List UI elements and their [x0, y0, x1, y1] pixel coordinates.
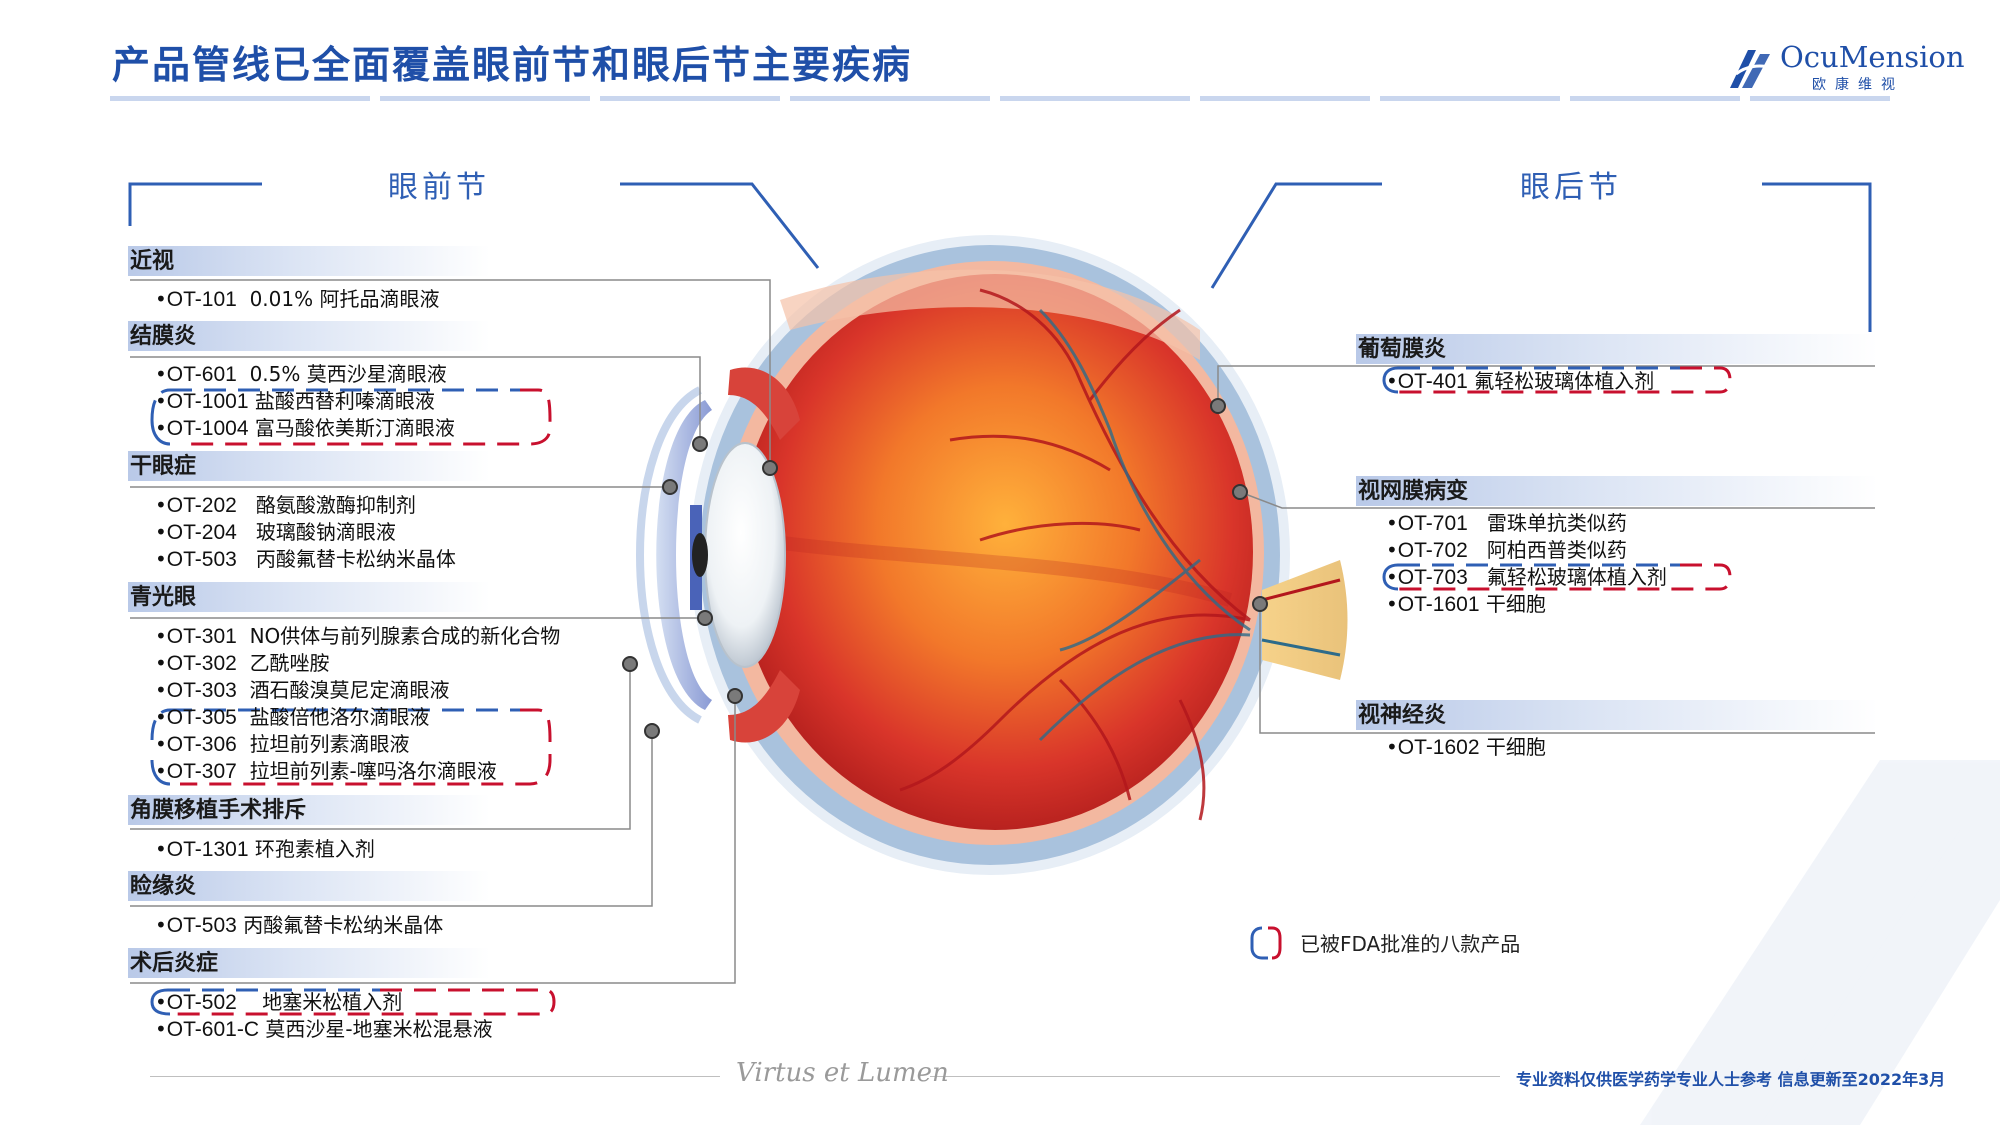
disease-heading-glaucoma: 青光眼: [128, 582, 490, 612]
footer-divider-left: [150, 1076, 720, 1077]
posterior-title: 眼后节: [1520, 170, 1622, 205]
product-item: •OT-306 拉坦前列素滴眼液: [155, 732, 410, 756]
product-item: •OT-701 雷珠单抗类似药: [1386, 511, 1627, 535]
product-item: •OT-1004 富马酸依美斯汀滴眼液: [155, 416, 455, 440]
disease-heading-optic-neuritis: 视神经炎: [1356, 700, 1878, 730]
product-item: •OT-503 丙酸氟替卡松纳米晶体: [155, 547, 456, 571]
fda-legend-icon: [1250, 926, 1282, 960]
anterior-frame: [128, 182, 820, 269]
fda-bracket-glaucoma: [150, 708, 552, 786]
product-item: •OT-503 丙酸氟替卡松纳米晶体: [155, 913, 444, 937]
product-item: •OT-401 氟轻松玻璃体植入剂: [1386, 369, 1655, 393]
fda-legend-label: 已被FDA批准的八款产品: [1300, 932, 1521, 956]
product-item: •OT-502 地塞米松植入剂: [155, 990, 403, 1014]
product-item: •OT-1602 干细胞: [1386, 735, 1546, 759]
product-item: •OT-301 NO供体与前列腺素合成的新化合物: [155, 624, 561, 648]
disease-heading-graft-rejection: 角膜移植手术排斥: [128, 795, 490, 825]
disease-heading-retinopathy: 视网膜病变: [1356, 476, 1878, 506]
product-item: •OT-1601 干细胞: [1386, 592, 1546, 616]
logo-mark-icon: [1730, 50, 1773, 88]
title-underline: [110, 96, 1890, 101]
page-title: 产品管线已全面覆盖眼前节和眼后节主要疾病: [112, 42, 913, 87]
product-item: •OT-703 氟轻松玻璃体植入剂: [1386, 565, 1667, 589]
fda-bracket-retinopathy: [1382, 563, 1732, 591]
product-item: •OT-702 阿柏西普类似药: [1386, 538, 1627, 562]
disease-heading-uveitis: 葡萄膜炎: [1356, 334, 1878, 364]
disease-heading-conjunctivitis: 结膜炎: [128, 321, 490, 351]
anterior-title: 眼前节: [388, 170, 490, 205]
anchor-dots: [622, 398, 1268, 739]
posterior-frame: [1210, 182, 1872, 332]
product-item: •OT-101 0.01% 阿托品滴眼液: [155, 287, 440, 311]
footer-divider-right: [930, 1076, 1500, 1077]
disease-heading-blepharitis: 睑缘炎: [128, 871, 490, 901]
product-item: •OT-1301 环孢素植入剂: [155, 837, 375, 861]
product-item: •OT-305 盐酸倍他洛尔滴眼液: [155, 705, 430, 729]
product-item: •OT-307 拉坦前列素-噻吗洛尔滴眼液: [155, 759, 497, 783]
product-item: •OT-202 酪氨酸激酶抑制剂: [155, 493, 416, 517]
logo-subtitle: 欧康维视: [1812, 77, 1904, 93]
product-item: •OT-601-C 莫西沙星-地塞米松混悬液: [155, 1017, 493, 1041]
footer-disclaimer: 专业资料仅供医学药学专业人士参考 信息更新至2022年3月: [1516, 1070, 1946, 1089]
leader-lines: [130, 279, 1875, 984]
footer-motto: Virtus et Lumen: [736, 1058, 949, 1088]
watermark-shape: [1640, 760, 2000, 1125]
product-item: •OT-204 玻璃酸钠滴眼液: [155, 520, 396, 544]
product-item: •OT-1001 盐酸西替利嗪滴眼液: [155, 389, 435, 413]
logo-text: OcuMension: [1780, 40, 1965, 74]
company-logo: OcuMension 欧康维视: [1726, 40, 1965, 96]
disease-heading-postop-inflammation: 术后炎症: [128, 948, 490, 978]
eyeball: [636, 235, 1348, 875]
disease-heading-dry-eye: 干眼症: [128, 451, 490, 481]
fda-bracket-postop: [150, 988, 556, 1016]
product-item: •OT-302 乙酰唑胺: [155, 651, 330, 675]
product-item: •OT-601 0.5% 莫西沙星滴眼液: [155, 362, 447, 386]
product-item: •OT-303 酒石酸溴莫尼定滴眼液: [155, 678, 450, 702]
fda-bracket-uveitis: [1382, 366, 1732, 394]
fda-bracket-conjunctivitis: [150, 388, 552, 446]
disease-heading-myopia: 近视: [128, 246, 490, 276]
